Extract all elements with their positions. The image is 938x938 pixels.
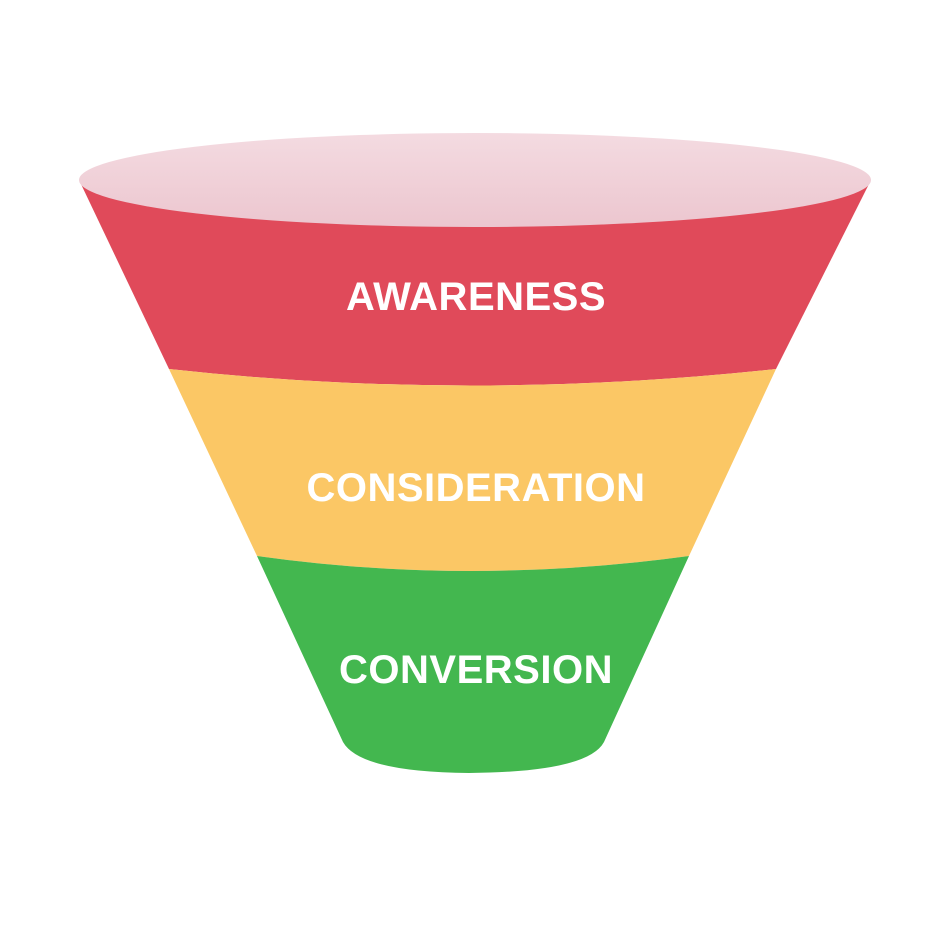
funnel-stage-conversion	[257, 556, 689, 773]
stage-label-consideration: CONSIDERATION	[306, 466, 645, 510]
stage-label-awareness: AWARENESS	[346, 275, 606, 319]
stage-label-conversion: CONVERSION	[339, 648, 613, 692]
funnel-top-opening	[79, 133, 871, 227]
funnel-stage-consideration	[169, 369, 776, 571]
funnel-stage-awareness	[80, 182, 870, 386]
